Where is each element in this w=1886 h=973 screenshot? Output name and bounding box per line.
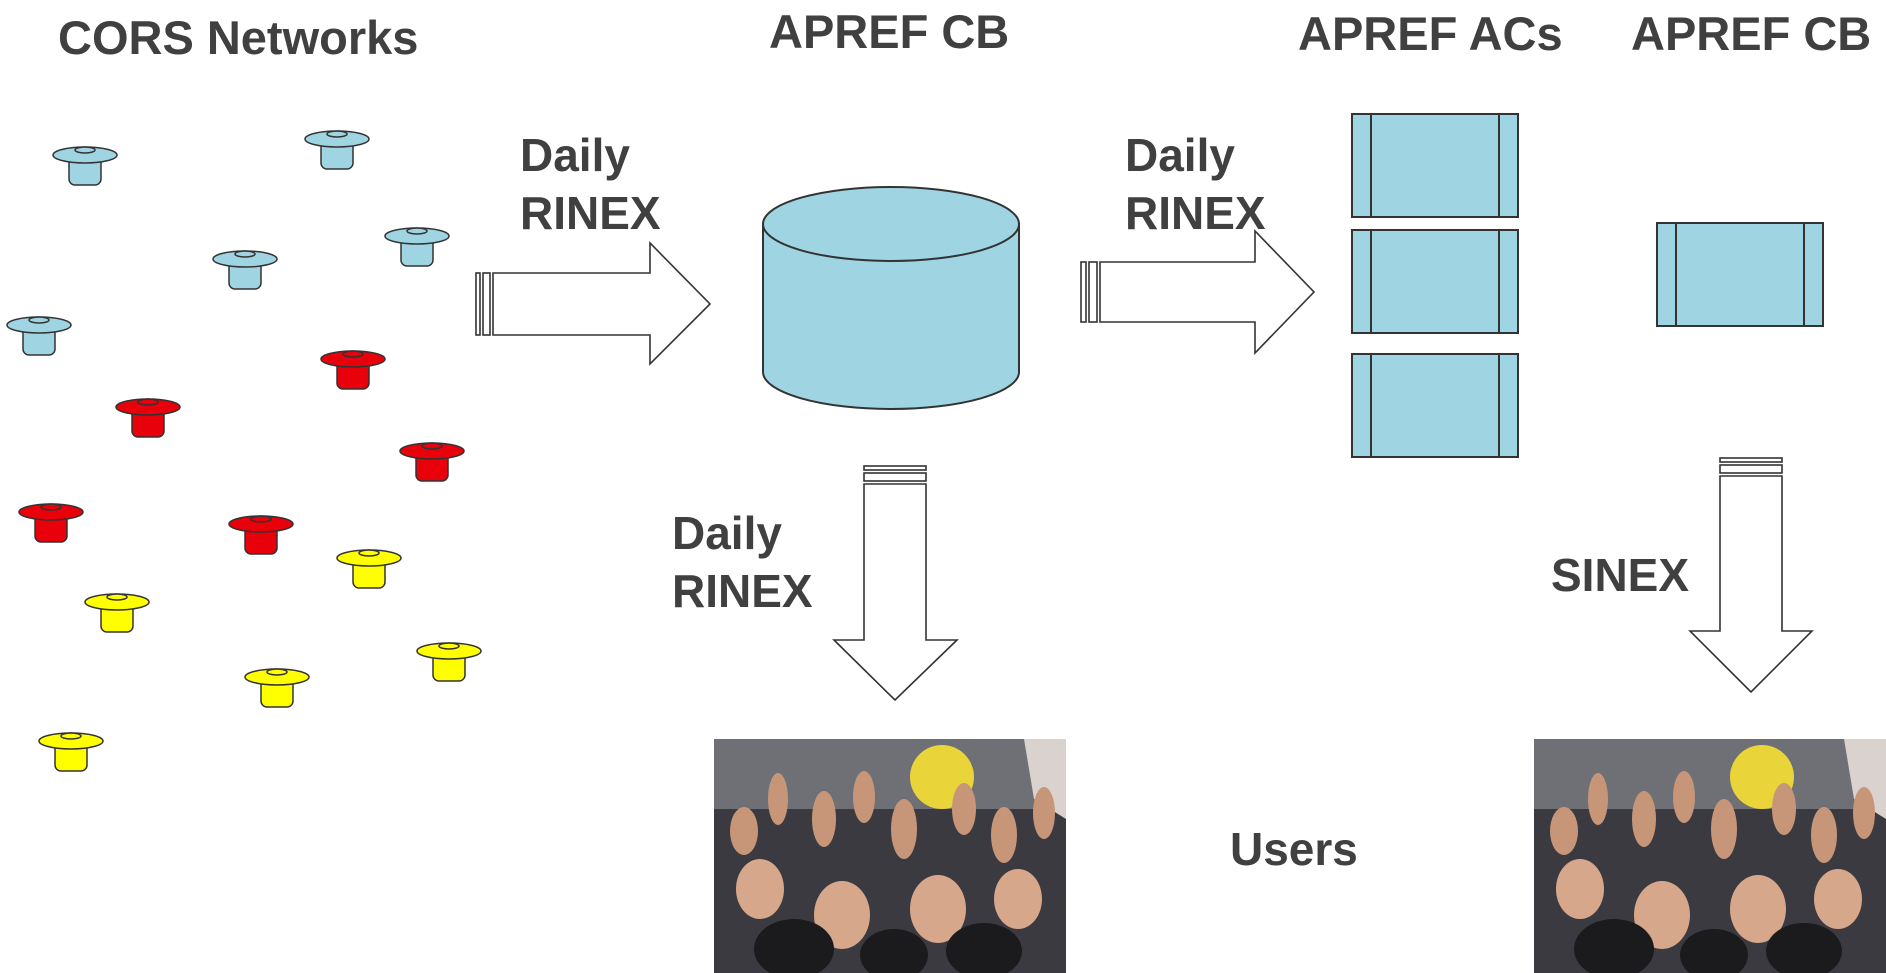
flow-label-cb-to-acs: Daily RINEX	[1125, 126, 1266, 242]
station-group-yellow	[38, 549, 482, 772]
flow-label-cb-to-users: Daily RINEX	[672, 504, 813, 620]
apref-cb-title-right: APREF CB	[1631, 7, 1872, 60]
cors-station-icon	[212, 250, 278, 290]
flow-label-line2: RINEX	[1125, 187, 1266, 239]
station-group-red	[18, 350, 465, 555]
cors-station-icon	[6, 316, 72, 356]
process-box-icon	[1351, 113, 1519, 218]
cors-station-icon	[304, 130, 370, 170]
cors-station-icon	[18, 503, 84, 543]
cors-station-icon	[84, 593, 150, 633]
cors-station-icon	[244, 668, 310, 708]
users-photo-right	[1534, 739, 1886, 973]
flow-label-line1: Daily	[672, 507, 782, 559]
cors-station-icon	[336, 549, 402, 589]
process-box-icon	[1656, 222, 1824, 327]
flow-label-cors-to-cb: Daily RINEX	[520, 126, 661, 242]
analysis-center-boxes	[1351, 113, 1519, 458]
station-group-blue	[6, 130, 450, 356]
flow-label-line1: Daily	[520, 129, 630, 181]
database-icon	[762, 186, 1020, 410]
flow-label-line1: Daily	[1125, 129, 1235, 181]
crowd-image	[714, 739, 1066, 973]
cors-station-icon	[399, 442, 465, 482]
arrow-cb-to-acs-icon	[1080, 229, 1316, 355]
cors-station-icon	[384, 227, 450, 267]
cors-station-icon	[320, 350, 386, 390]
cors-station-icon	[115, 398, 181, 438]
apref-acs-title: APREF ACs	[1298, 7, 1563, 60]
arrow-down-icon	[1688, 457, 1814, 694]
cors-networks-title: CORS Networks	[58, 11, 419, 64]
arrow-down-icon	[832, 465, 959, 702]
process-box-icon	[1351, 229, 1519, 334]
apref-cb-title-left: APREF CB	[769, 5, 1010, 58]
arrow-cors-to-cb-icon	[475, 241, 712, 366]
cors-station-icon	[228, 515, 294, 555]
cors-station-icon	[416, 642, 482, 682]
process-box-icon	[1351, 353, 1519, 458]
flow-label-sinex: SINEX	[1551, 549, 1690, 601]
flow-label-line2: RINEX	[520, 187, 661, 239]
flow-label-line2: RINEX	[672, 565, 813, 617]
users-photo-left	[714, 739, 1066, 973]
crowd-image	[1534, 739, 1886, 973]
cors-station-icon	[52, 146, 118, 186]
cors-station-icon	[38, 732, 104, 772]
users-label: Users	[1230, 823, 1358, 875]
